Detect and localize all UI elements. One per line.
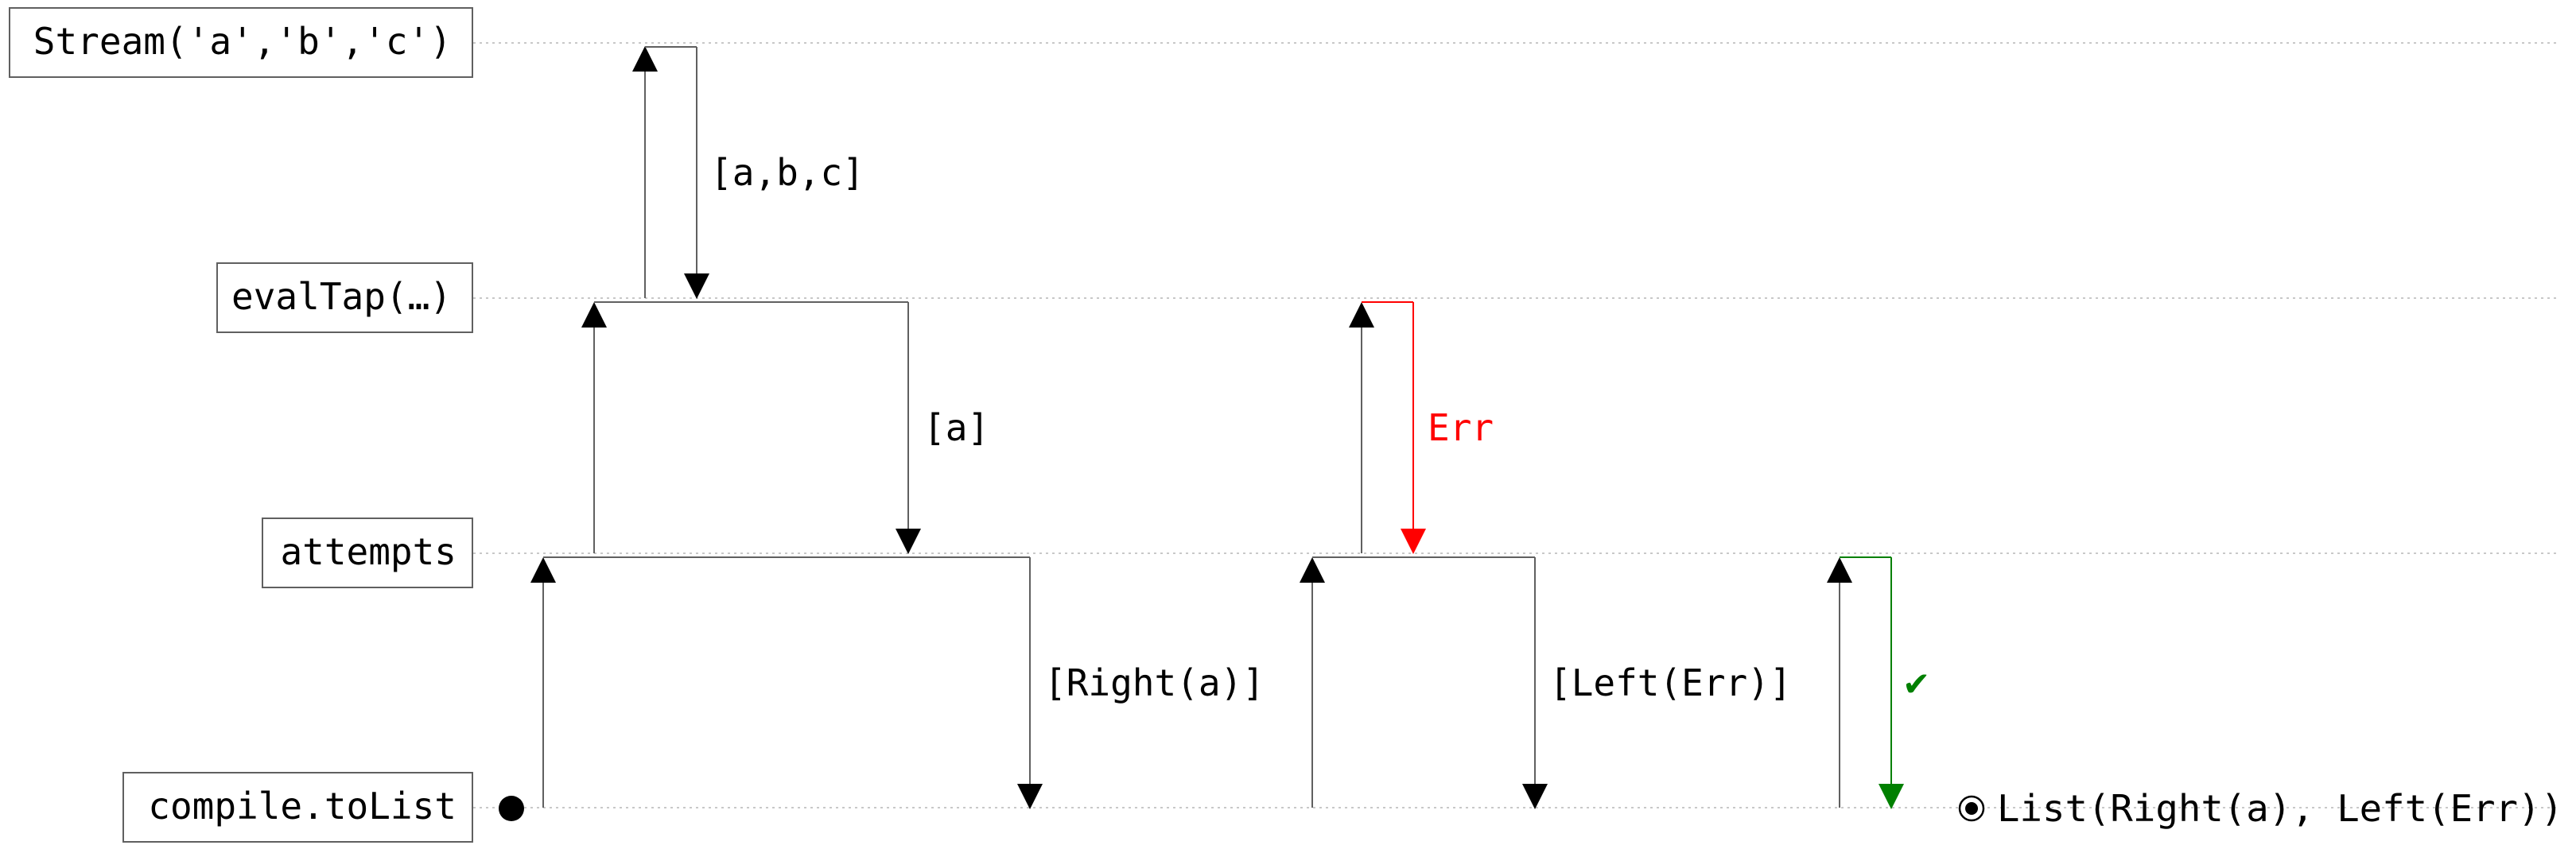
attempts-pull-left: [Left(Err)] bbox=[1300, 556, 1792, 809]
lane-label-text: attempts bbox=[280, 530, 457, 573]
result-label: List(Right(a), Left(Err)) bbox=[1997, 787, 2563, 830]
end-marker-dot bbox=[1965, 802, 1978, 815]
lane-label-attempts: attempts bbox=[262, 518, 473, 588]
edge-label-attempts-left: [Left(Err)] bbox=[1549, 661, 1792, 704]
down-arrowhead bbox=[1017, 784, 1043, 809]
attempts-pull-right: [Right(a)] bbox=[530, 556, 1265, 809]
down-arrowhead bbox=[896, 529, 921, 554]
lane-label-compile: compile.toList bbox=[122, 772, 473, 843]
lane-label-text: evalTap(…) bbox=[231, 275, 452, 318]
lane-label-text: Stream('a','b','c') bbox=[33, 20, 452, 63]
up-arrowhead bbox=[1300, 557, 1325, 583]
up-arrowhead bbox=[530, 557, 556, 583]
lane-label-box bbox=[262, 518, 473, 588]
stream-pull-emit: [a,b,c] bbox=[632, 46, 864, 299]
up-arrowhead bbox=[632, 46, 658, 72]
evaltap-pull-error: Err bbox=[1349, 301, 1494, 554]
error-arrowhead bbox=[1401, 529, 1426, 554]
done-arrowhead bbox=[1879, 784, 1904, 809]
lane-label-box bbox=[9, 7, 473, 78]
edge-label-evaltap-emit: [a] bbox=[923, 406, 989, 449]
edge-label-attempts-right: [Right(a)] bbox=[1044, 661, 1265, 704]
result: List(Right(a), Left(Err)) bbox=[1958, 787, 2563, 830]
evaltap-pull-emit: [a] bbox=[581, 301, 989, 554]
down-arrowhead bbox=[1522, 784, 1548, 809]
edge-label-stream-emit: [a,b,c] bbox=[710, 151, 864, 194]
down-arrowhead bbox=[684, 273, 709, 299]
lane-label-text: compile.toList bbox=[148, 785, 457, 828]
up-arrowhead bbox=[1349, 302, 1374, 328]
edge-label-evaltap-error: Err bbox=[1428, 406, 1494, 449]
up-arrowhead bbox=[1827, 557, 1852, 583]
attempts-pull-done: ✔ bbox=[1827, 556, 1930, 809]
lane-label-box bbox=[122, 772, 473, 843]
lane-label-box bbox=[216, 262, 473, 333]
lane-label-evaltap: evalTap(…) bbox=[216, 262, 473, 333]
checkmark-icon: ✔ bbox=[1902, 665, 1930, 704]
up-arrowhead bbox=[581, 302, 607, 328]
lane-label-stream: Stream('a','b','c') bbox=[9, 7, 473, 78]
start-dot bbox=[499, 796, 524, 821]
